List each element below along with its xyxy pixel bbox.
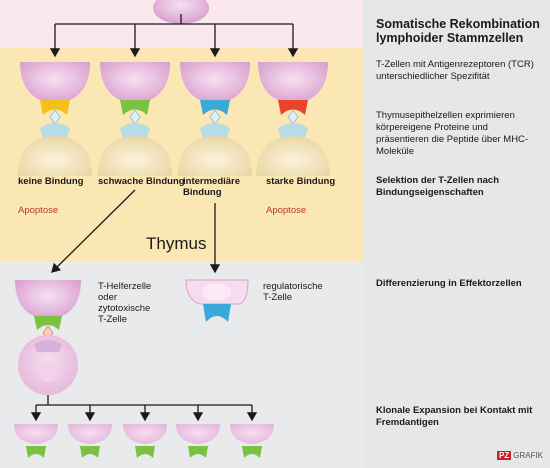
binding-label-strong: starke Bindung <box>266 176 336 187</box>
differentiation-heading: Differenzierung in Effektorzellen <box>376 278 522 289</box>
t-cell-red <box>256 62 330 176</box>
epithel-description: Thymusepithelzellen exprimieren körperei… <box>376 110 529 157</box>
clone-3 <box>123 424 167 458</box>
branch-arrows <box>49 14 299 58</box>
logo-box: PZ <box>497 451 512 460</box>
expansion-arrows <box>30 395 258 422</box>
t-cell-yellow <box>18 62 92 176</box>
regulatory-cell-label: regulatorische T-Zelle <box>263 281 323 303</box>
thymus-label: Thymus <box>146 234 207 253</box>
differentiation-arrows <box>51 189 221 274</box>
t-cell-blue <box>178 62 252 176</box>
logo-text: GRAFIK <box>513 451 544 460</box>
expansion-heading: Klonale Expansion bei Kontakt mit Fremda… <box>376 405 533 428</box>
clone-1 <box>14 424 58 458</box>
binding-label-none: keine Bindung <box>18 176 84 187</box>
binding-label-weak: schwache Bindung <box>98 176 185 187</box>
clone-5 <box>230 424 274 458</box>
apoptose-label-strong: Apoptose <box>266 205 307 216</box>
helper-cell-label: T-Helferzelle oder zytotoxische T-Zelle <box>98 281 152 325</box>
legend-panel <box>363 0 550 468</box>
clone-4 <box>176 424 220 458</box>
selection-heading: Selektion der T-Zellen nach Bindungseige… <box>376 175 500 198</box>
regulatory-t-cell <box>185 279 249 322</box>
binding-label-intermediate: intermediäre Bindung <box>183 176 241 198</box>
tcr-description: T-Zellen mit Antigenrezeptoren (TCR) unt… <box>376 59 534 82</box>
t-cell-green <box>98 62 172 176</box>
diagram-title: Somatische Rekombination lymphoider Stam… <box>376 17 540 45</box>
helper-t-cell <box>15 280 81 395</box>
stem-cell <box>153 0 209 24</box>
clone-2 <box>68 424 112 458</box>
apoptose-label-none: Apoptose <box>18 205 59 216</box>
